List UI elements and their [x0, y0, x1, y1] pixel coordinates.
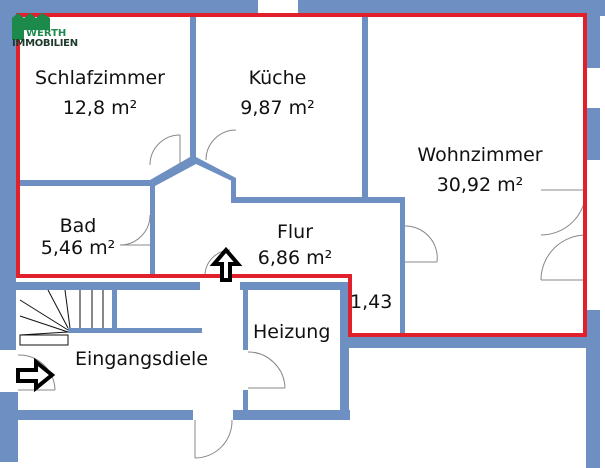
room-name: Küche — [248, 67, 307, 89]
room-kueche: Küche 9,87 m² — [215, 66, 340, 120]
room-area: 5,46 m² — [40, 237, 116, 259]
room-name: Schlafzimmer — [35, 67, 165, 89]
room-area: 9,87 m² — [240, 97, 315, 119]
highlight-outline — [16, 13, 587, 337]
arrow-icon — [16, 246, 243, 393]
room-wohnzimmer: Wohnzimmer 30,92 m² — [405, 143, 555, 197]
logo-text: WERTH — [26, 28, 67, 39]
room-area-small: 1,43 — [350, 291, 393, 313]
room-name: Bad — [59, 215, 97, 237]
room-flur: Flur 6,86 m² — [240, 220, 350, 270]
house-logo-icon — [12, 13, 50, 40]
room-area: 30,92 m² — [436, 174, 524, 196]
room-name: Flur — [276, 221, 314, 243]
room-bad: Bad 5,46 m² — [28, 214, 128, 260]
room-schlafzimmer: Schlafzimmer 12,8 m² — [30, 66, 170, 120]
door-swings — [17, 129, 587, 459]
stairs — [19, 289, 104, 346]
logo — [10, 10, 80, 50]
room-name: Wohnzimmer — [417, 144, 543, 166]
room-heizung: Heizung — [253, 321, 331, 343]
room-area: 6,86 m² — [257, 247, 333, 269]
room-eingangsdiele: Eingangsdiele — [75, 348, 209, 370]
room-area: 12,8 m² — [62, 97, 138, 119]
logo-subtext: IMMOBILIEN — [12, 38, 78, 49]
